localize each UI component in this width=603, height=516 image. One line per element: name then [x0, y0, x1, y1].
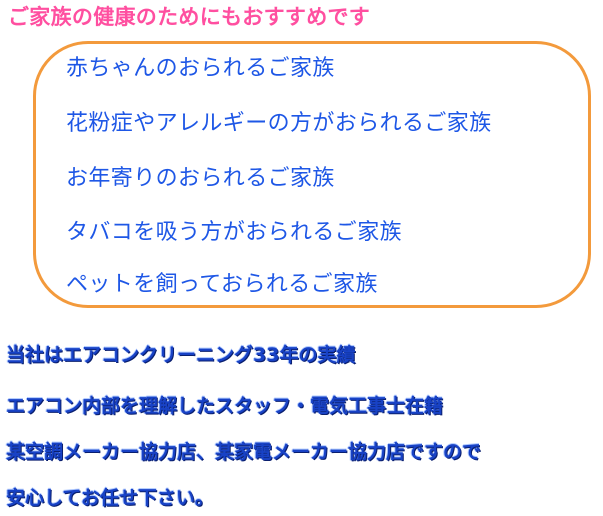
recommendation-heading: ご家族の健康のためにもおすすめです — [8, 5, 371, 29]
family-item-babies: 赤ちゃんのおられるご家族 — [66, 56, 335, 81]
family-item-pets: ペットを飼っておられるご家族 — [66, 272, 378, 297]
family-item-allergies: 花粉症やアレルギーの方がおられるご家族 — [66, 111, 492, 136]
claim-reassurance: 安心してお任せ下さい。 — [6, 487, 214, 509]
family-item-smokers: タバコを吸う方がおられるご家族 — [66, 220, 403, 245]
claim-partner-stores: 某空調メーカー協力店、某家電メーカー協力店ですので — [6, 441, 482, 463]
family-list-box — [33, 41, 591, 308]
claim-qualified-staff: エアコン内部を理解したスタッフ・電気工事士在籍 — [6, 395, 444, 417]
claim-experience: 当社はエアコンクリーニング33年の実績 — [6, 344, 356, 366]
family-item-elderly: お年寄りのおられるご家族 — [66, 166, 335, 191]
